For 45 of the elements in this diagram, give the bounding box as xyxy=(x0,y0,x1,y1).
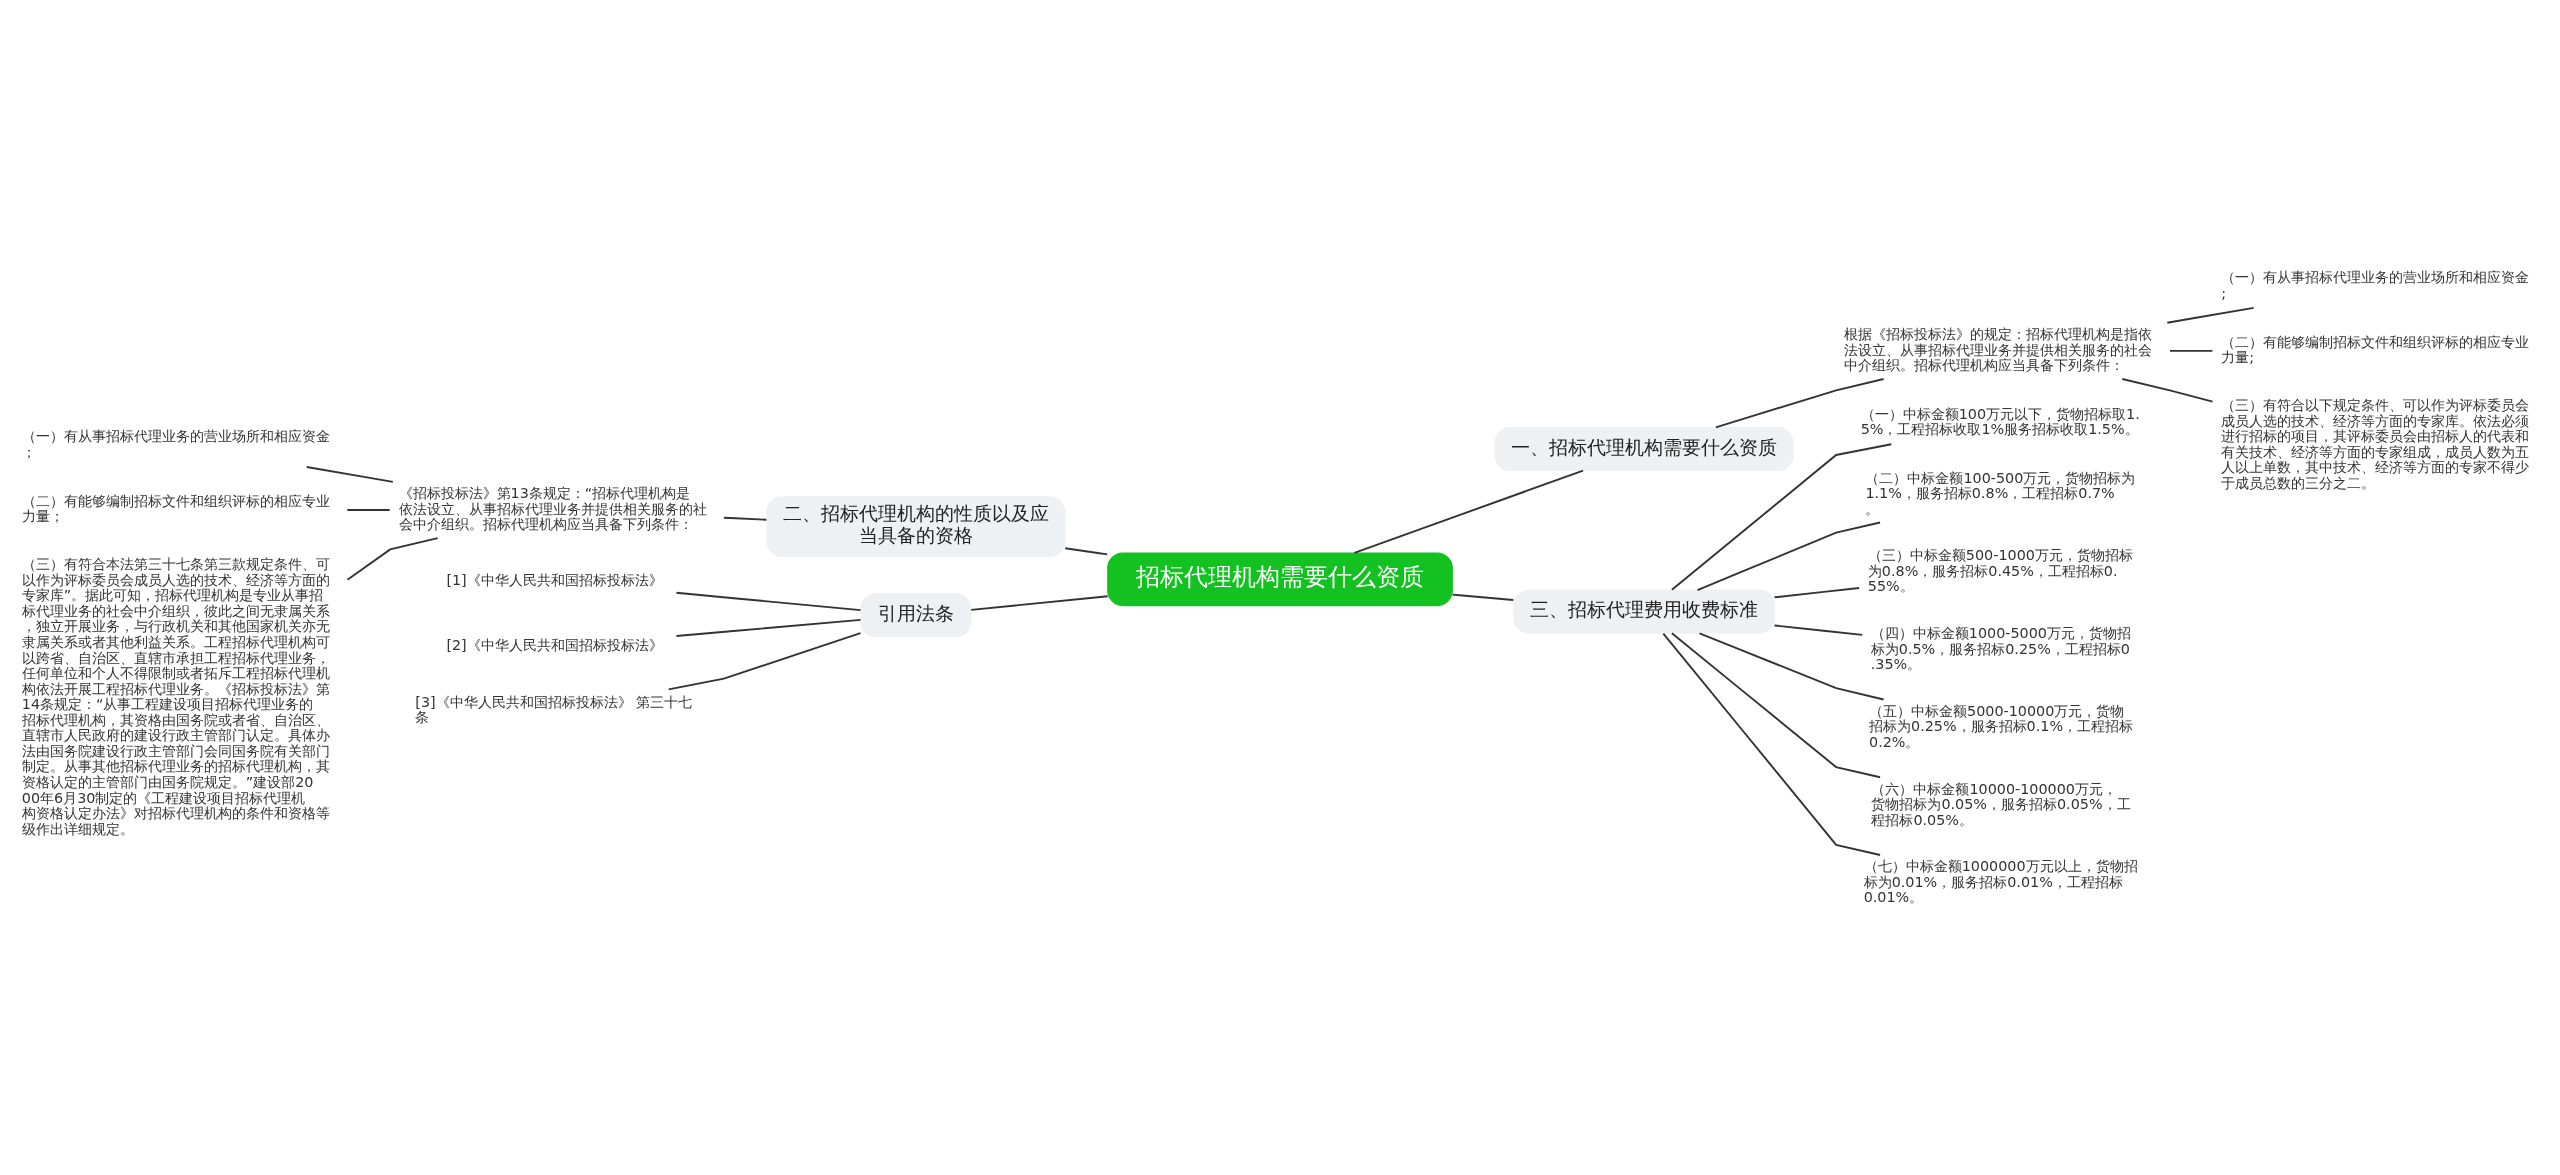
connector xyxy=(970,594,1109,611)
node-text: [3]《中华人民共和国招标投标法》 第三十七条 xyxy=(415,693,693,725)
connector xyxy=(1353,469,1584,554)
connector xyxy=(1670,442,1893,591)
node-box: 一、招标代理机构需要什么资质 xyxy=(1494,426,1794,471)
node-text: [2]《中华人民共和国招标投标法》 xyxy=(446,636,663,653)
node-text: （七）中标金额1000000万元以上，货物招标为0.01%，服务招标0.01%，工程招标0.01%。 xyxy=(1863,857,2138,905)
node-text: （三）中标金额500-1000万元，货物招标为0.8%，服务招标0.45%，工程招标0.55%。 xyxy=(1867,546,2133,594)
connector xyxy=(675,618,862,637)
node-text: （二）有能够编制招标文件和组织评标的相应专业力量； xyxy=(21,492,330,524)
connector xyxy=(2121,377,2214,403)
connector xyxy=(1773,586,1861,598)
node-text: （三）有符合本法第三十七条第三款规定条件、可以作为评标委员会成员人选的技术、经济等方面的专家库”。据此可知，招标代理机构是专业从事招标代理业务的社会中介组织，彼此之间无隶属关系，独立开展业务，与行政机关和其他国家机关亦无隶属关系或者其他利益关系。工程招标代理机构可以跨省、自治区、直辖市承担工程招标代理业务，任何单位和个人不得限制或者拓斥工程招标代理机构依法开展工程招标代理业务。《招标投标法》第14条规定：“从事工程建设项目招标代理业务的招标代理机构，其资格由国务院或者省、自治区、直辖市人民政府的建设行政主管部门认定。具体办法由国务院建设行政主管部门会同国务院有关部门制定。从事其他招标代理业务的招标代理机构，其资格认定的主管部门由国务院规定。”建设部2000年6月30制定的《工程建设项目招标代理机构资格认定办法》对招标代理机构的条件和资格等级作出详细规定。 xyxy=(21,555,330,837)
node-box: 二、招标代理机构的性质以及应当具备的资格 xyxy=(766,495,1066,557)
connector xyxy=(2166,306,2255,324)
connector xyxy=(1698,631,1885,700)
connector xyxy=(346,536,439,581)
connector xyxy=(2169,349,2214,352)
node-box: 引用法条 xyxy=(860,592,972,637)
node-text: （二）中标金额100-500万元，货物招标为1.1%，服务招标0.8%，工程招标0.7%。 xyxy=(1865,469,2136,517)
node-text: （一）有从事招标代理业务的营业场所和相应资金； xyxy=(21,427,330,460)
connector xyxy=(675,591,862,611)
connector xyxy=(305,465,394,483)
connector xyxy=(1696,521,1882,591)
connector xyxy=(346,508,391,511)
node-text: 《招标投标法》第13条规定：“招标代理机构是依法设立、从事招标代理业务并提供相关服务的社会中介组织。招标代理机构应当具备下列条件： xyxy=(398,484,707,532)
node-box: 招标代理机构需要什么资质 xyxy=(1107,551,1453,606)
node-box: 三、招标代理费用收费标准 xyxy=(1513,589,1776,634)
connector xyxy=(667,631,862,690)
node-text: （三）有符合以下规定条件、可以作为评标委员会成员人选的技术、经济等方面的专家库。依法必须进行招标的项目，其评标委员会由招标人的代表和有关技术、经济等方面的专家组成，成员人数为五人以上单数，其中技术、经济等方面的专家不得少于成员总数的三分之二。 xyxy=(2221,396,2530,491)
connector xyxy=(1773,624,1864,636)
node-text: （五）中标金额5000-10000万元，货物招标为0.25%，服务招标0.1%，工程招标0.2%。 xyxy=(1869,702,2134,750)
connector xyxy=(1714,377,1885,428)
node-text: 根据《招标投标法》的规定：招标代理机构是指依法设立、从事招标代理业务并提供相关服务的社会中介组织。招标代理机构应当具备下列条件： xyxy=(1844,325,2153,373)
connector xyxy=(1662,632,1882,856)
connector xyxy=(1670,631,1882,778)
node-text: [1]《中华人民共和国招标投标法》 xyxy=(446,571,663,588)
connector xyxy=(1064,546,1109,555)
node-text: （一）中标金额100万元以下，货物招标取1.5%，工程招标收取1%服务招标收取1.5%。 xyxy=(1860,405,2140,437)
connector xyxy=(1451,593,1515,601)
node-text: （二）有能够编制招标文件和组织评标的相应专业力量; xyxy=(2221,333,2530,365)
node-text: （一）有从事招标代理业务的营业场所和相应资金; xyxy=(2221,268,2530,301)
node-text: （四）中标金额1000-5000万元，货物招标为0.5%，服务招标0.25%，工程招标0.35%。 xyxy=(1870,624,2132,672)
connector xyxy=(722,516,768,521)
node-text: （六）中标金额10000-100000万元，货物招标为0.05%，服务招标0.05%，工程招标0.05%。 xyxy=(1871,780,2131,828)
